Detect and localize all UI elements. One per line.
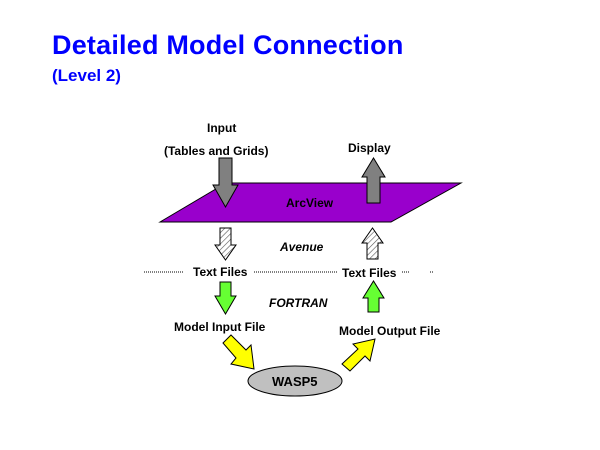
from-wasp-arrow-icon [341, 338, 376, 372]
avenue-up-arrow-icon [361, 227, 384, 260]
fortran-up-arrow-icon [362, 280, 385, 313]
display-arrow-icon [361, 157, 386, 204]
arcview-plane [158, 182, 463, 223]
slide-subtitle: (Level 2) [52, 66, 121, 85]
avenue-down-arrow-icon [214, 227, 237, 261]
avenue-label: Avenue [280, 240, 324, 254]
fortran-down-arrow-icon [214, 281, 237, 315]
slide-title: Detailed Model Connection [52, 30, 404, 60]
to-wasp-arrow-icon [222, 334, 255, 370]
input-sublabel: (Tables and Grids) [164, 144, 269, 158]
input-label: Input [207, 121, 237, 135]
text-files-left-label: Text Files [193, 265, 248, 279]
arcview-label: ArcView [286, 196, 334, 210]
display-label: Display [348, 141, 391, 155]
input-arrow-icon [212, 157, 239, 209]
fortran-label: FORTRAN [269, 296, 328, 310]
model-input-file-label: Model Input File [174, 320, 266, 334]
model-output-file-label: Model Output File [339, 324, 441, 338]
text-files-right-label: Text Files [342, 266, 397, 280]
wasp5-ellipse [247, 365, 343, 397]
wasp5-label: WASP5 [272, 374, 318, 389]
